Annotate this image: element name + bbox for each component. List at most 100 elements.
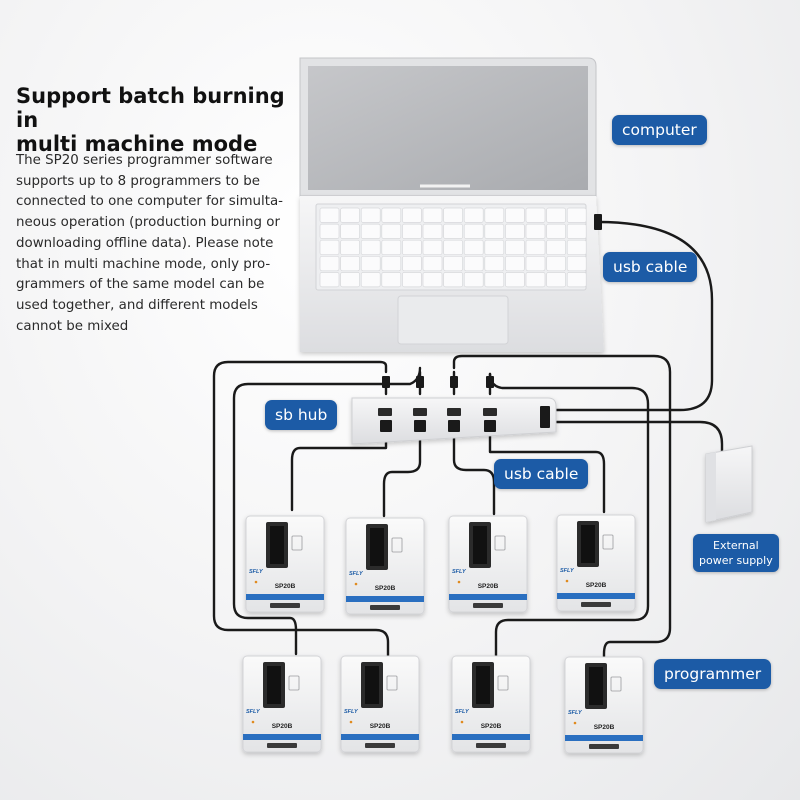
- keyboard-key: [443, 255, 463, 272]
- usb-port-icon: [267, 743, 297, 748]
- panel-mark-icon: [602, 534, 614, 550]
- status-led: [573, 721, 577, 725]
- status-led: [457, 580, 461, 584]
- device-brand: SFLY: [246, 709, 261, 715]
- description-text: The SP20 series programmer software supp…: [16, 153, 283, 334]
- keyboard-key: [360, 239, 381, 256]
- status-led: [565, 579, 569, 583]
- device-stripe: [557, 593, 635, 599]
- keyboard-key: [402, 207, 422, 223]
- laptop-icon: [299, 57, 604, 352]
- keyboard-key: [505, 223, 525, 239]
- keyboard-key: [319, 207, 340, 223]
- zif-socket-slot: [267, 666, 281, 704]
- keyboard-key: [340, 223, 360, 239]
- keyboard-key: [505, 255, 525, 272]
- status-led: [349, 720, 353, 724]
- keyboard-key: [505, 239, 525, 256]
- keyboard-key: [463, 239, 484, 256]
- keyboard-key: [443, 239, 463, 256]
- hub-cable-plugs: [382, 214, 602, 388]
- keyboard-key: [422, 207, 443, 223]
- device-model: SP20B: [478, 583, 499, 590]
- keyboard-key: [360, 255, 381, 272]
- device-stripe: [243, 734, 321, 740]
- keyboard-key: [505, 272, 525, 288]
- keyboard-key: [422, 239, 443, 256]
- status-led: [251, 720, 255, 724]
- usb-port-icon: [473, 603, 503, 608]
- keyboard-key: [381, 223, 402, 239]
- device-brand: SFLY: [344, 709, 359, 715]
- usb-cables: [212, 220, 724, 660]
- device-stripe: [346, 596, 424, 602]
- label-computer: computer: [612, 115, 707, 145]
- keyboard-key: [422, 223, 443, 239]
- device-brand: SFLY: [568, 710, 583, 716]
- power-line-2: power supply: [699, 554, 773, 567]
- zif-socket-slot: [473, 526, 487, 564]
- keyboard-key: [319, 255, 340, 272]
- keyboard-key: [484, 255, 505, 272]
- keyboard-key: [443, 272, 463, 288]
- usb-port-icon: [476, 743, 506, 748]
- usb-port-icon: [589, 744, 619, 749]
- keyboard-key: [422, 255, 443, 272]
- device-stripe: [341, 734, 419, 740]
- keyboard-key: [340, 255, 360, 272]
- keyboard-key: [525, 207, 546, 223]
- keyboard-key: [566, 255, 587, 272]
- keyboard-key: [381, 239, 402, 256]
- usb-port-icon: [370, 605, 400, 610]
- keyboard-key: [381, 272, 402, 288]
- keyboard-key: [546, 239, 566, 256]
- status-led: [254, 580, 258, 584]
- zif-socket-slot: [476, 666, 490, 704]
- device-stripe: [449, 594, 527, 600]
- programmer-device: SFLY SP20B: [564, 656, 644, 754]
- device-model: SP20B: [272, 723, 293, 730]
- keyboard-key: [484, 207, 505, 223]
- zif-socket-slot: [365, 666, 379, 704]
- keyboard-key: [443, 207, 463, 223]
- panel-mark-icon: [288, 675, 300, 691]
- keyboard-key: [566, 239, 587, 256]
- panel-mark-icon: [291, 535, 303, 551]
- keyboard-key: [463, 207, 484, 223]
- title-line-2: multi machine mode: [16, 132, 258, 156]
- device-model: SP20B: [481, 723, 502, 730]
- device-model: SP20B: [375, 585, 396, 592]
- label-usb-cable-mid: usb cable: [494, 459, 589, 489]
- keyboard-key: [566, 272, 587, 288]
- zif-socket-slot: [589, 667, 603, 705]
- keyboard-key: [546, 272, 566, 288]
- keyboard-key: [525, 272, 546, 288]
- keyboard-key: [381, 255, 402, 272]
- keyboard-key: [340, 272, 360, 288]
- keyboard-key: [340, 239, 360, 256]
- keyboard-key: [525, 255, 546, 272]
- keyboard-key: [443, 223, 463, 239]
- keyboard-key: [381, 207, 402, 223]
- zif-socket-slot: [370, 528, 384, 566]
- keyboard: [319, 207, 587, 288]
- device-stripe: [565, 735, 643, 741]
- usb-port-icon: [365, 743, 395, 748]
- title-line-1: Support batch burning in: [16, 84, 285, 132]
- keyboard-key: [484, 272, 505, 288]
- device-model: SP20B: [594, 724, 615, 731]
- keyboard-key: [463, 223, 484, 239]
- label-sb-hub: sb hub: [265, 400, 338, 430]
- keyboard-key: [319, 272, 340, 288]
- keyboard-key: [319, 239, 340, 256]
- device-model: SP20B: [275, 583, 296, 590]
- page-title: Support batch burning in multi machine m…: [16, 84, 306, 156]
- panel-mark-icon: [610, 676, 622, 692]
- programmer-devices: SFLYSP20BSFLYSP20BSFLYSP20BSFLYSP20BSFLY…: [242, 514, 644, 754]
- panel-mark-icon: [494, 535, 506, 551]
- keyboard-key: [402, 255, 422, 272]
- keyboard-key: [463, 272, 484, 288]
